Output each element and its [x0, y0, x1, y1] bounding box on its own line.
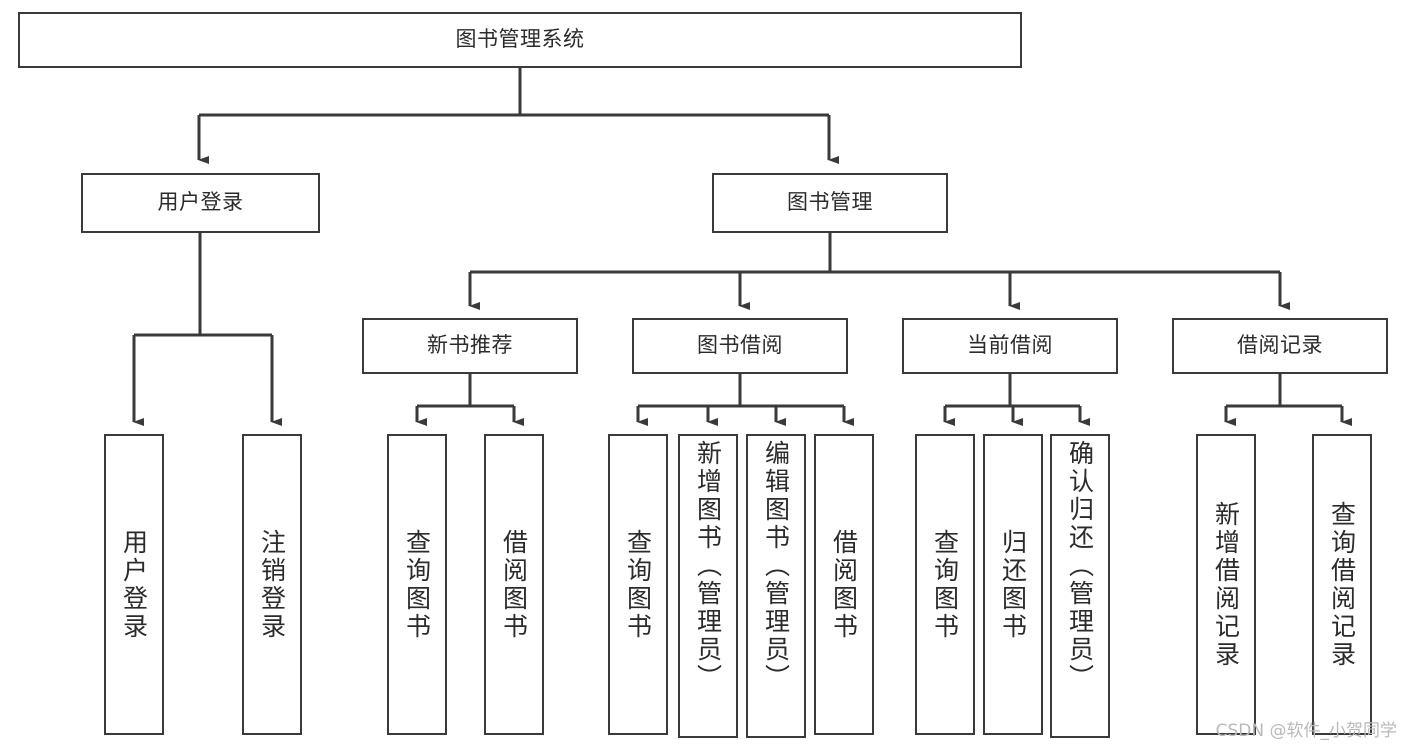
- node-current-borrow[interactable]: 当前借阅: [902, 318, 1118, 374]
- node-leaf-borrow-book-2[interactable]: 借阅图书: [814, 434, 874, 735]
- node-leaf-logout[interactable]: 注销登录: [242, 434, 302, 735]
- node-label: 新增图书（管理员）: [693, 440, 723, 692]
- node-leaf-query-book-3[interactable]: 查询图书: [915, 434, 975, 735]
- node-label: 图书管理系统: [455, 27, 585, 52]
- node-book-manage[interactable]: 图书管理: [712, 173, 948, 233]
- node-label: 归还图书: [998, 528, 1028, 641]
- node-leaf-confirm-return[interactable]: 确认归还（管理员）: [1050, 434, 1110, 738]
- node-leaf-edit-book[interactable]: 编辑图书（管理员）: [746, 434, 806, 738]
- node-label: 借阅图书: [829, 528, 859, 641]
- node-label: 图书借阅: [697, 333, 783, 358]
- node-leaf-return-book[interactable]: 归还图书: [983, 434, 1043, 735]
- node-book-borrow[interactable]: 图书借阅: [632, 318, 848, 374]
- node-leaf-add-book[interactable]: 新增图书（管理员）: [678, 434, 738, 738]
- node-label: 用户登录: [157, 190, 244, 215]
- node-leaf-query-record[interactable]: 查询借阅记录: [1312, 434, 1372, 735]
- node-user-login[interactable]: 用户登录: [81, 173, 320, 233]
- node-label: 当前借阅: [967, 333, 1053, 358]
- node-label: 借阅记录: [1237, 333, 1323, 358]
- node-label: 确认归还（管理员）: [1065, 440, 1095, 692]
- node-label: 用户登录: [119, 528, 149, 641]
- node-label: 编辑图书（管理员）: [761, 440, 791, 692]
- node-leaf-add-record[interactable]: 新增借阅记录: [1196, 434, 1256, 735]
- node-label: 注销登录: [257, 528, 287, 641]
- node-borrow-record[interactable]: 借阅记录: [1172, 318, 1388, 374]
- node-leaf-borrow-book-1[interactable]: 借阅图书: [484, 434, 544, 735]
- node-label: 查询图书: [402, 528, 432, 641]
- node-label: 图书管理: [787, 190, 873, 215]
- node-leaf-query-book-2[interactable]: 查询图书: [608, 434, 668, 735]
- node-root-system[interactable]: 图书管理系统: [18, 12, 1022, 68]
- node-label: 新书推荐: [427, 333, 513, 358]
- node-label: 查询图书: [930, 528, 960, 641]
- node-leaf-user-login[interactable]: 用户登录: [104, 434, 164, 735]
- node-label: 新增借阅记录: [1211, 500, 1241, 669]
- node-label: 查询图书: [623, 528, 653, 641]
- node-leaf-query-book-1[interactable]: 查询图书: [387, 434, 447, 735]
- node-new-book-rec[interactable]: 新书推荐: [362, 318, 578, 374]
- node-label: 借阅图书: [499, 528, 529, 641]
- node-label: 查询借阅记录: [1327, 500, 1357, 669]
